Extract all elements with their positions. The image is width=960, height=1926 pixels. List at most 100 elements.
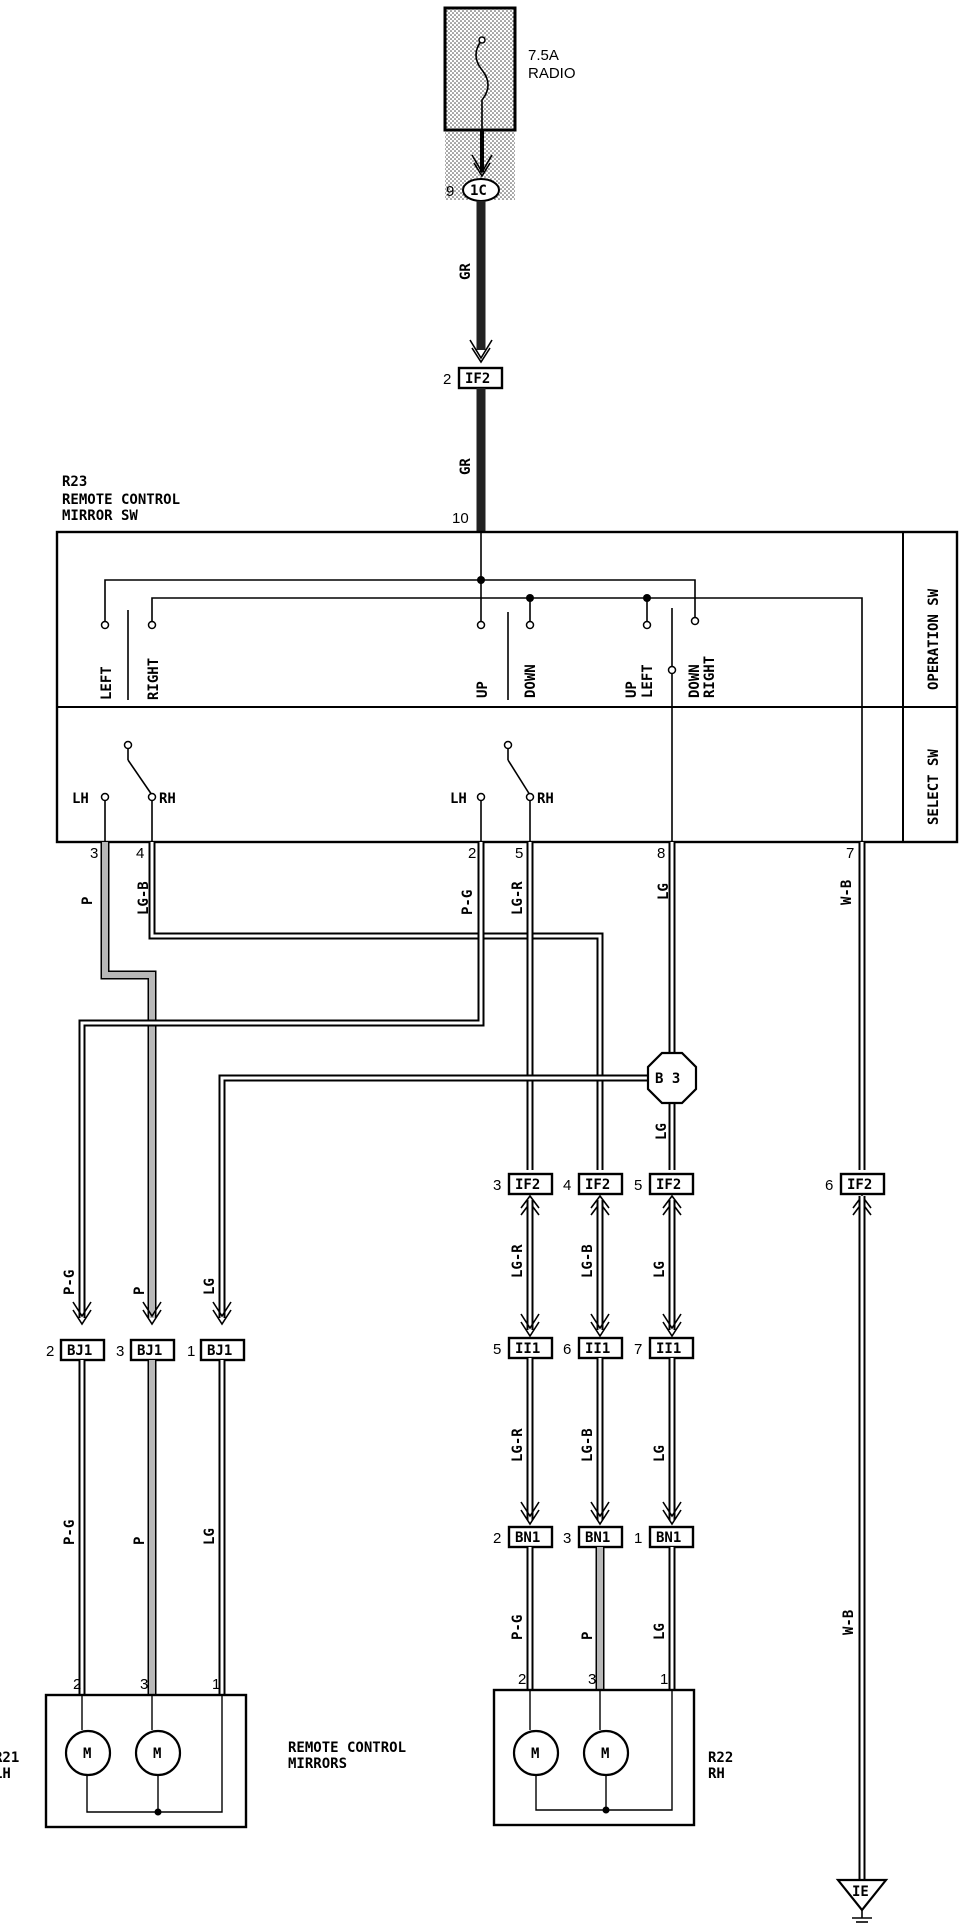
wire-label-gr-2: GR: [458, 458, 474, 475]
wires-ii1-bn1: LG-R LG-B LG: [510, 1358, 682, 1526]
svg-text:BN1: BN1: [585, 1530, 610, 1546]
svg-text:M: M: [531, 1746, 539, 1762]
svg-text:P-G: P-G: [62, 1520, 78, 1545]
switch-title: R23 REMOTE CONTROL MIRROR SW: [62, 474, 180, 524]
svg-text:2: 2: [493, 1530, 501, 1547]
svg-text:IF2: IF2: [585, 1177, 610, 1193]
svg-text:LG: LG: [652, 1623, 668, 1640]
svg-text:M: M: [153, 1746, 161, 1762]
svg-text:5: 5: [515, 845, 523, 862]
svg-text:P-G: P-G: [510, 1615, 526, 1640]
svg-text:LH: LH: [450, 791, 467, 807]
mirrors-title: REMOTE CONTROL MIRRORS: [288, 1740, 406, 1772]
svg-text:3: 3: [90, 845, 98, 862]
svg-text:DOWN: DOWN: [687, 664, 703, 698]
wire-lg: LG LG: [218, 842, 676, 1318]
svg-text:BJ1: BJ1: [137, 1343, 162, 1359]
svg-text:P: P: [132, 1287, 148, 1295]
svg-text:2: 2: [73, 1676, 81, 1693]
ground-ie: IE: [835, 1878, 889, 1923]
wire-wb-ground: W-B: [841, 1196, 866, 1880]
svg-text:DOWN: DOWN: [523, 664, 539, 698]
svg-text:LEFT: LEFT: [640, 664, 656, 698]
svg-text:LH: LH: [72, 791, 89, 807]
svg-text:3: 3: [563, 1530, 571, 1547]
wires-bj1-r21: P-G P LG: [62, 1360, 226, 1695]
switch-internal-wiring: [100, 532, 863, 842]
svg-text:REMOTE CONTROL: REMOTE CONTROL: [62, 492, 180, 508]
svg-text:BJ1: BJ1: [207, 1343, 232, 1359]
svg-text:LG: LG: [202, 1278, 218, 1295]
svg-text:5: 5: [634, 1177, 642, 1194]
connector-bj1-row: BJ1 2 BJ1 3 BJ1 1: [46, 1338, 246, 1362]
svg-text:M: M: [601, 1746, 609, 1762]
svg-text:1: 1: [187, 1343, 195, 1360]
lh-arrows: P-G P LG: [62, 1270, 232, 1326]
svg-text:2: 2: [518, 1671, 526, 1688]
svg-text:MIRROR SW: MIRROR SW: [62, 508, 138, 524]
svg-text:IF2: IF2: [847, 1177, 872, 1193]
svg-text:W-B: W-B: [839, 880, 855, 905]
svg-text:LG: LG: [202, 1528, 218, 1545]
svg-text:4: 4: [563, 1177, 571, 1194]
switch-pin-numbers: 3 4 2 5 8 7: [90, 845, 854, 862]
svg-text:LH: LH: [0, 1766, 11, 1782]
svg-text:LG-B: LG-B: [136, 881, 152, 915]
svg-text:BJ1: BJ1: [67, 1343, 92, 1359]
svg-text:II1: II1: [656, 1341, 681, 1357]
motor-icon: [134, 1729, 182, 1777]
svg-text:LG-R: LG-R: [510, 881, 526, 915]
svg-text:LG-B: LG-B: [580, 1244, 596, 1278]
mirror-lh: 2 3 1 M M R21 LH: [0, 1676, 248, 1829]
pin-10: 10: [452, 510, 469, 527]
svg-text:P: P: [80, 897, 96, 905]
svg-text:R22: R22: [708, 1750, 733, 1766]
svg-text:2: 2: [46, 1343, 54, 1360]
svg-text:LG: LG: [652, 1261, 668, 1278]
svg-text:B 3: B 3: [655, 1071, 680, 1087]
svg-text:BN1: BN1: [515, 1530, 540, 1546]
svg-text:R23: R23: [62, 474, 87, 490]
svg-text:LG-R: LG-R: [510, 1244, 526, 1278]
svg-text:3: 3: [140, 1676, 148, 1693]
svg-text:BN1: BN1: [656, 1530, 681, 1546]
wires-if2-ii1: LG-R LG-B LG: [510, 1200, 682, 1338]
svg-text:1: 1: [660, 1671, 668, 1688]
svg-text:1C: 1C: [470, 183, 487, 199]
fuse-radio: 7.5A RADIO: [443, 6, 576, 200]
svg-text:II1: II1: [515, 1341, 540, 1357]
svg-text:2: 2: [443, 371, 451, 388]
motor-icon: [512, 1729, 560, 1777]
svg-text:6: 6: [825, 1177, 833, 1194]
fuse-rating: 7.5A: [528, 47, 559, 64]
svg-text:LG-B: LG-B: [580, 1428, 596, 1462]
svg-text:LG: LG: [656, 883, 672, 900]
switch-contact-labels: LEFT RIGHT UP DOWN UP LEFT DOWN RIGHT LH…: [72, 656, 718, 807]
svg-text:6: 6: [563, 1341, 571, 1358]
svg-text:LG: LG: [652, 1445, 668, 1462]
connector-1c: 1C 9: [446, 178, 500, 202]
mirror-rh: 2 3 1 M M R22 RH: [492, 1671, 733, 1827]
svg-text:LG: LG: [654, 1123, 670, 1140]
svg-text:P-G: P-G: [460, 890, 476, 915]
label-select-sw: SELECT SW: [926, 749, 942, 825]
svg-text:IF2: IF2: [515, 1177, 540, 1193]
svg-text:2: 2: [468, 845, 476, 862]
svg-text:7: 7: [634, 1341, 642, 1358]
wire-wb: W-B: [839, 842, 866, 1170]
wire-p-lh: P: [80, 842, 157, 1318]
svg-text:5: 5: [493, 1341, 501, 1358]
svg-text:3: 3: [588, 1671, 596, 1688]
svg-text:RH: RH: [159, 791, 176, 807]
svg-text:II1: II1: [585, 1341, 610, 1357]
svg-text:3: 3: [493, 1177, 501, 1194]
motor-icon: [582, 1729, 630, 1777]
if2-arrows: [520, 1194, 872, 1216]
svg-text:IF2: IF2: [465, 371, 490, 387]
svg-text:P: P: [132, 1537, 148, 1545]
svg-text:IE: IE: [852, 1884, 869, 1900]
svg-text:9: 9: [446, 183, 454, 200]
wire-pg-lh: P-G: [78, 842, 485, 1318]
junction-b3: B 3: [646, 1051, 698, 1105]
